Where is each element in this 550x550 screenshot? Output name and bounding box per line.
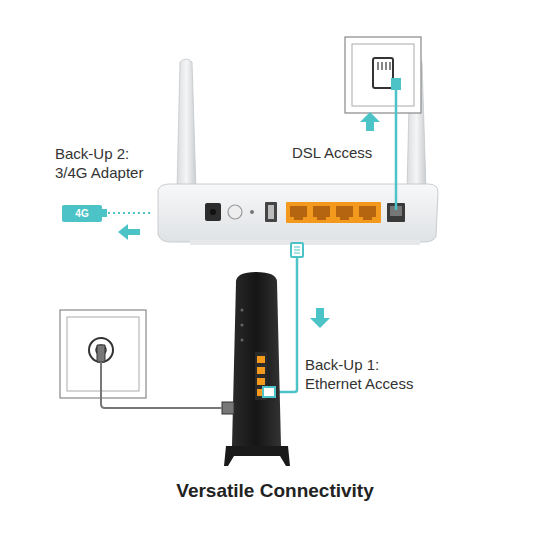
- coax-wall-plate: [60, 310, 146, 398]
- usb-port: [265, 202, 277, 222]
- ethernet-plug: [291, 243, 303, 257]
- power-button: [228, 205, 242, 219]
- phone-socket: [373, 58, 393, 88]
- usb-port-inner: [268, 205, 274, 219]
- phone-cable: [395, 86, 398, 210]
- dongle-text: 4G: [75, 208, 88, 220]
- modem-coax-port: [222, 402, 234, 414]
- power-jack: [205, 203, 221, 221]
- phone-wall-plate: [345, 37, 421, 113]
- title: Versatile Connectivity: [0, 480, 550, 502]
- reset-hole: [250, 210, 254, 214]
- callout-label: Back-Up 2: 3/4G Adapter: [55, 144, 155, 182]
- router-foot: [190, 240, 420, 245]
- ethernet-plug-grip: [294, 247, 300, 253]
- lan-port-block: [286, 202, 381, 223]
- up-arrow: [360, 112, 380, 131]
- lan-ports: [290, 206, 376, 220]
- antenna: [177, 59, 196, 190]
- coax-wall-plate-inner: [67, 317, 139, 391]
- coax-socket: [89, 338, 113, 362]
- dongle-dotted-link: [108, 212, 150, 214]
- dongle-node: 4G: [62, 205, 102, 222]
- modem-stand: [224, 446, 290, 466]
- cable-modem: [232, 272, 281, 446]
- phone-plug: [391, 78, 401, 90]
- coax-plug: [97, 345, 105, 362]
- down-arrow: [310, 308, 330, 328]
- phone-wall-plate-inner: [352, 44, 414, 106]
- phone-socket-pins: [378, 62, 390, 70]
- modem-ethernet-plug: [263, 387, 275, 397]
- coax-cable: [101, 362, 222, 408]
- callout-label: Back-Up 1: Ethernet Access: [305, 355, 423, 393]
- power-jack-pin: [210, 209, 216, 215]
- modem-leds: [241, 309, 244, 342]
- left-arrow: [118, 224, 140, 240]
- callout-label: DSL Access: [292, 143, 432, 162]
